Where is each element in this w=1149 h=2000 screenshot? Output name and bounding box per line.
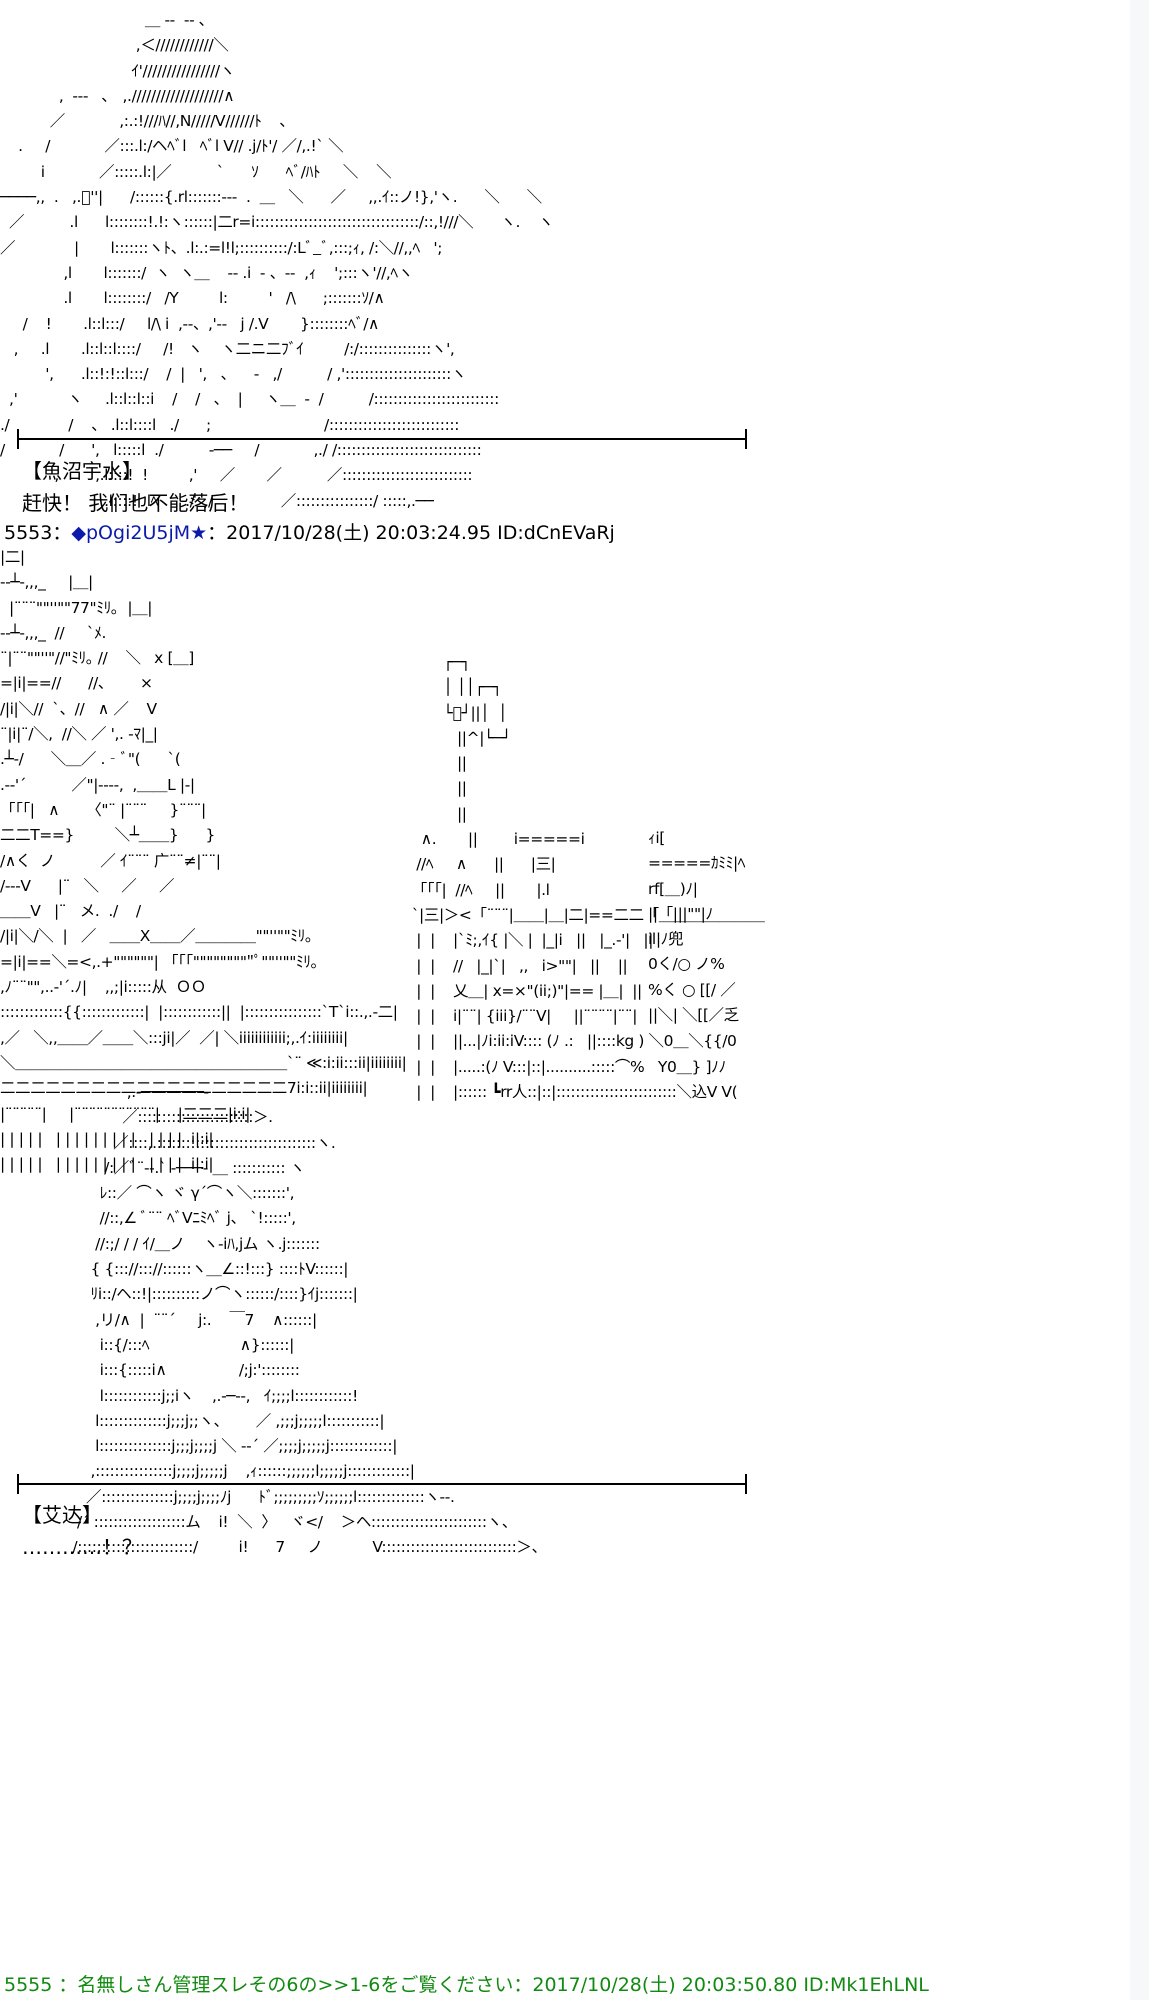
ascii-art-panel-3: ,.-───────- ／::::::::::::::::::::::::＞. …	[72, 1083, 547, 1557]
ascii-art-panel-1: ＿ -‐ ‐- ､ ,＜////////////＼ ｲ'////////////…	[0, 11, 554, 510]
dialogue-line: 赶快！ 我们也不能落后！	[22, 491, 249, 515]
post-id[interactable]: ID:dCnEVaRj	[497, 522, 615, 544]
ascii-art-panel-2: |二| -‐┴‐,,,_ |＿| |¨¨¨""''""77"ﾐﾘ｡ |＿| -‐…	[0, 548, 407, 1174]
post-separator: ：	[52, 522, 72, 544]
post-header-5555[interactable]: 5555 ：名無しさん管理スレその6の>>1-6をご覧ください：2017/10/…	[4, 1974, 929, 1996]
star-icon: ★	[190, 522, 208, 544]
post-header-5553: 5553：◆pOgi2U5jM★：2017/10/28(土) 20:03:24.…	[4, 520, 615, 546]
panel-divider	[17, 429, 747, 449]
ascii-art-panel-2-right: ┌─┐ │ ││┌─┐ └ﾟ┘||│ │ ||^|└─┘ || || || ∧.…	[411, 653, 765, 1102]
ascii-art-panel-2-corner: ｨi[ =====ｶﾐﾐ|ﾍ rf[＿)ﾉ| ||「|||""|ﾉ il|ﾉ兜 …	[648, 829, 746, 1025]
speaker-name: 【艾达】	[22, 1503, 102, 1527]
poster-trip[interactable]: pOgi2U5jM	[86, 522, 191, 544]
post-number[interactable]: 5553	[4, 522, 53, 544]
panel-divider	[17, 1474, 747, 1494]
speaker-name: 【魚沼宇水】	[22, 459, 142, 483]
dialogue-line: …………！？	[22, 1535, 142, 1559]
scroll-margin	[1130, 0, 1149, 2000]
trip-diamond-icon: ◆	[71, 522, 86, 544]
post-datetime: ：2017/10/28(土) 20:03:24.95	[207, 522, 492, 544]
